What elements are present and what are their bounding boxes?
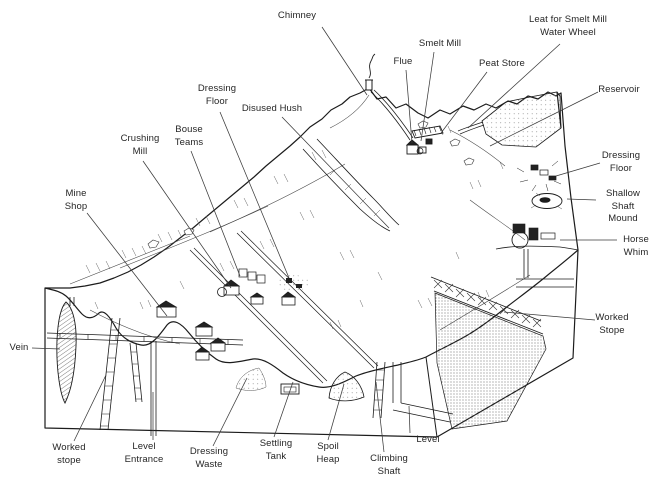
shallow-shaft-mound-drawing	[530, 192, 563, 210]
label-dressing-floor-left: Dressing Floor	[197, 83, 237, 107]
surface-works	[155, 230, 379, 402]
leader-reservoir	[489, 91, 599, 147]
label-flue: Flue	[393, 56, 413, 67]
peat-store-drawing	[411, 125, 444, 145]
level-entrance-shaft	[150, 341, 157, 436]
level-lines	[46, 332, 244, 346]
leader-spoil-heap	[327, 383, 345, 441]
leader-disused-hush	[281, 116, 390, 229]
label-climbing-shaft: Climbing Shaft	[370, 453, 408, 477]
leader-worked-stope-right	[503, 311, 596, 321]
flue-drawing	[370, 89, 414, 141]
horse-whim-drawing	[495, 223, 579, 288]
ladder-drawing	[99, 317, 121, 431]
crushing-mill-drawing	[217, 279, 241, 297]
leader-level-right	[408, 405, 411, 434]
leader-bouse-teams	[190, 150, 241, 277]
label-dressing-waste: Dressing Waste	[189, 446, 229, 470]
leader-crushing-mill	[142, 160, 232, 289]
label-bouse-teams: Bouse Teams	[174, 124, 204, 148]
smelt-mill-drawing	[405, 139, 427, 155]
reservoir-drawing	[481, 91, 562, 148]
climbing-shaft-drawing	[372, 361, 386, 419]
label-spoil-heap: Spoil Heap	[316, 441, 340, 465]
settling-tank-drawing	[280, 383, 300, 395]
leader-dressing-floor-right	[555, 162, 601, 177]
leader-dressing-waste	[212, 377, 248, 447]
label-worked-stope-left: Worked stope	[52, 442, 86, 466]
hillside-texture	[85, 125, 504, 330]
rock-outcrops	[147, 120, 475, 249]
mine-shop-drawing	[155, 300, 178, 318]
leader-leat	[467, 43, 561, 129]
leader-smelt-mill	[420, 51, 435, 142]
label-crushing-mill: Crushing Mill	[120, 133, 160, 157]
label-smelt-mill: Smelt Mill	[418, 38, 462, 49]
leader-peat-store	[440, 71, 488, 134]
underground-left-face	[46, 297, 244, 436]
label-chimney: Chimney	[277, 10, 317, 21]
label-disused-hush: Disused Hush	[241, 103, 303, 114]
leader-climbing-shaft	[375, 381, 385, 453]
label-shallow-shaft-mound: Shallow Shaft Mound	[606, 188, 640, 224]
label-reservoir: Reservoir	[598, 84, 640, 95]
spoil-heap-drawing	[328, 371, 365, 402]
label-peat-store: Peat Store	[479, 58, 525, 69]
leader-chimney	[321, 26, 368, 96]
level-tunnel-drawing	[392, 362, 454, 423]
leader-worked-stope-left	[73, 374, 107, 442]
disused-hush-drawing	[302, 138, 400, 232]
dressing-floor-left-drawing	[277, 275, 309, 291]
vein-drawing	[56, 301, 77, 404]
label-level: Level	[416, 434, 440, 445]
label-vein: Vein	[9, 342, 29, 353]
leader-vein	[31, 347, 61, 350]
mine-buildings	[194, 291, 297, 361]
label-mine-shop: Mine Shop	[64, 188, 88, 212]
ladder-drawing-2	[129, 342, 143, 403]
leader-lines	[31, 26, 617, 453]
label-worked-stope-right: Worked Stope	[595, 312, 629, 336]
tramway-incline	[189, 230, 379, 384]
leader-shallow-shaft-mound	[566, 198, 597, 201]
leader-mine-shop	[86, 212, 168, 317]
leader-flue	[405, 69, 413, 144]
dressing-floor-right-drawing	[516, 160, 562, 192]
leader-settling-tank	[273, 381, 294, 438]
label-horse-whim: Horse Whim	[623, 234, 649, 258]
label-level-entrance: Level Entrance	[124, 441, 164, 465]
leader-dressing-floor-left	[219, 111, 290, 279]
label-settling-tank: Settling Tank	[259, 438, 293, 462]
label-leat: Leat for Smelt Mill Water Wheel	[529, 14, 607, 38]
label-dressing-floor-right: Dressing Floor	[601, 150, 641, 174]
chimney-drawing	[365, 53, 376, 91]
